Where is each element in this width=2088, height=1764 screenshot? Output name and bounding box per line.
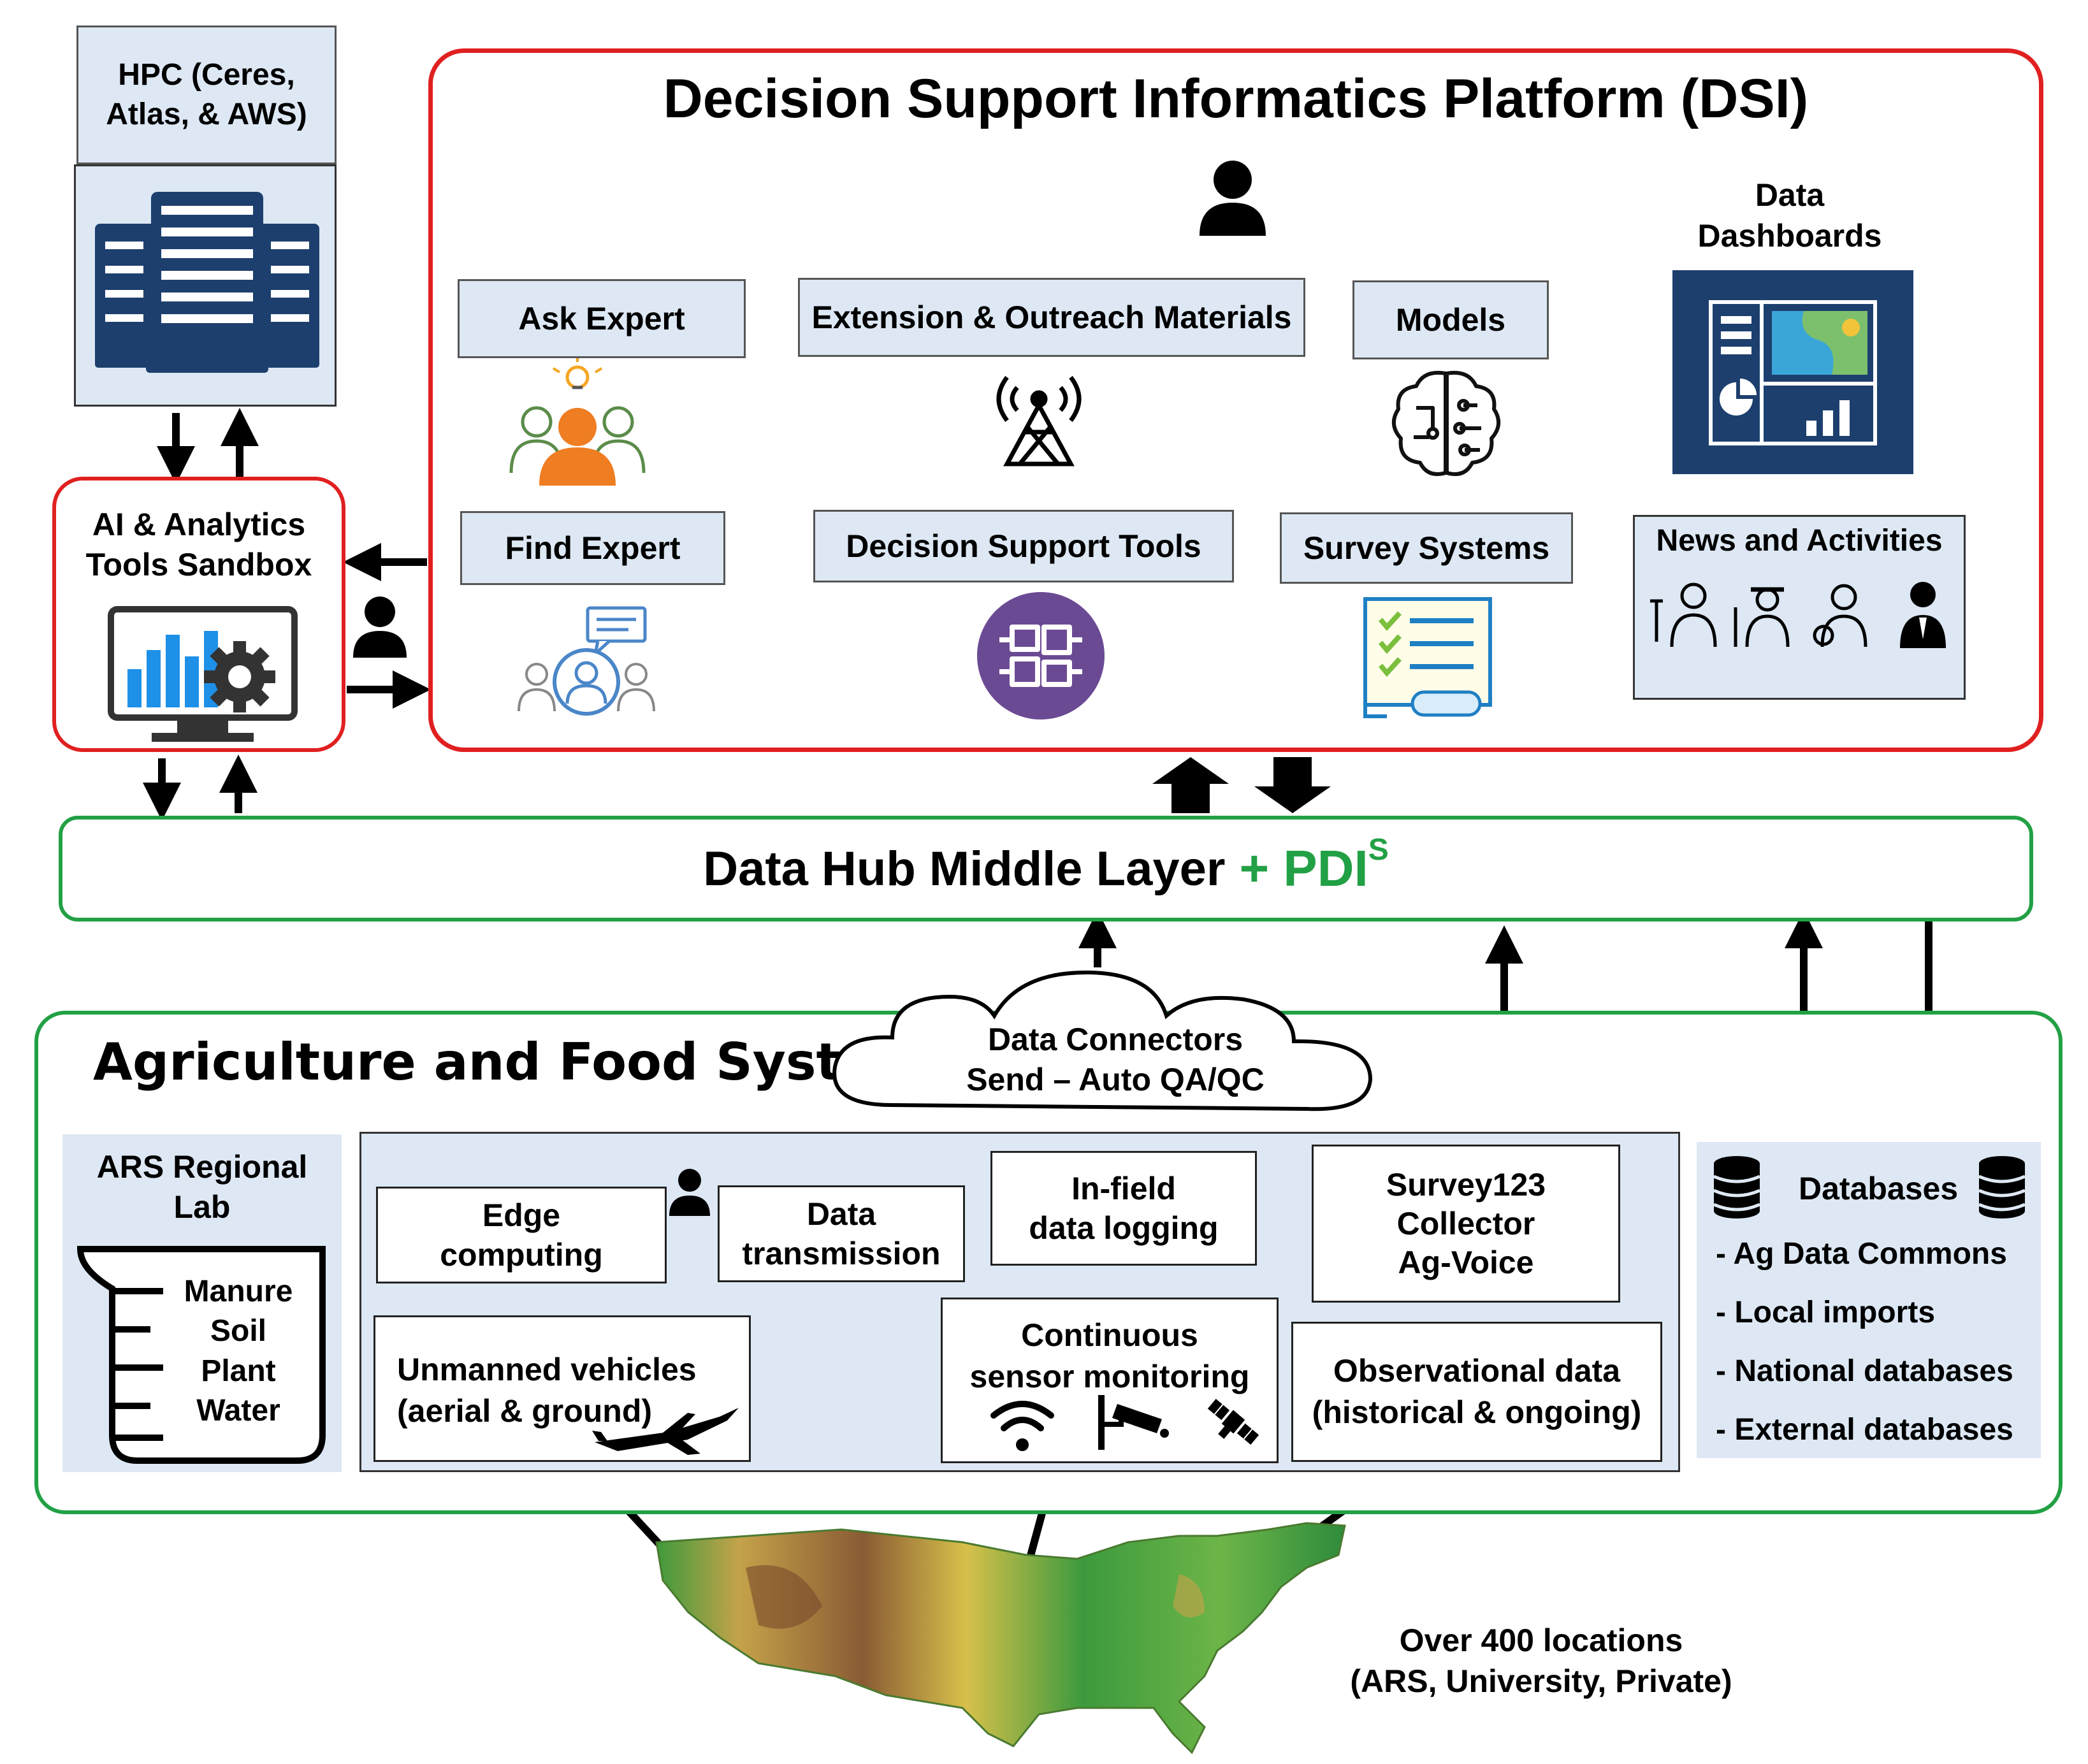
collaboration-hands-icon — [977, 592, 1105, 719]
models-button[interactable]: Models — [1352, 280, 1549, 359]
database-icon-right — [1978, 1156, 2026, 1218]
cloud-text: Data Connectors Send – Auto QA/QC — [899, 1020, 1332, 1099]
hpc-line1: HPC (Ceres, — [118, 57, 295, 92]
arrow-dsi-to-hub — [1254, 757, 1331, 813]
data-transmission-box[interactable]: Data transmission — [718, 1185, 965, 1282]
beaker-label-water: Water — [196, 1394, 280, 1428]
ars-lab-line1: ARS Regional — [96, 1149, 308, 1185]
locations-line1: Over 400 locations — [1399, 1623, 1683, 1658]
edge-line1: Edge — [482, 1197, 561, 1233]
beaker-label-manure: Manure — [184, 1275, 293, 1308]
decision-support-tools-label: Decision Support Tools — [846, 528, 1201, 564]
extension-outreach-button[interactable]: Extension & Outreach Materials — [798, 278, 1305, 357]
survey123-box[interactable]: Survey123 Collector Ag-Voice — [1312, 1145, 1620, 1303]
ai-sandbox-line1: AI & Analytics — [92, 507, 306, 542]
database-icon-left — [1713, 1156, 1761, 1218]
dsi-user-icon — [1200, 161, 1266, 236]
survey-systems-button[interactable]: Survey Systems — [1280, 512, 1573, 584]
continuous-line1: Continuous — [1021, 1317, 1198, 1353]
server-rack-icon — [95, 192, 319, 373]
unmanned-vehicles-box[interactable]: Unmanned vehicles (aerial & ground) — [373, 1315, 751, 1462]
database-item-local-imports: - Local imports — [1716, 1296, 1936, 1329]
data-hub-layer: Data Hub Middle Layer + PDI S — [59, 816, 2033, 922]
ars-lab-title: ARS Regional Lab — [62, 1147, 342, 1227]
infield-line2: data logging — [1029, 1210, 1219, 1246]
extension-outreach-label: Extension & Outreach Materials — [811, 300, 1292, 335]
unmanned-line1: Unmanned vehicles — [397, 1352, 697, 1387]
unmanned-line2: (aerial & ground) — [397, 1393, 653, 1429]
ask-expert-label: Ask Expert — [518, 301, 685, 336]
survey123-line1: Survey123 — [1386, 1166, 1546, 1203]
database-item-ag-data-commons: - Ag Data Commons — [1716, 1237, 2007, 1271]
infield-line1: In-field — [1071, 1170, 1176, 1206]
news-activities-panel[interactable]: News and Activities — [1633, 515, 1966, 700]
community-people-icon — [1650, 582, 1946, 648]
database-item-external: - External databases — [1716, 1413, 2013, 1447]
beaker-label-plant: Plant — [201, 1354, 276, 1388]
continuous-monitoring-box[interactable]: Continuous sensor monitoring — [941, 1298, 1279, 1463]
locations-line2: (ARS, University, Private) — [1350, 1663, 1732, 1699]
dsi-title: Decision Support Informatics Platform (D… — [663, 68, 1809, 129]
arrow-hub-to-dsi — [1152, 757, 1229, 813]
data-dashboards-line1: Data — [1755, 177, 1825, 213]
cloud-line1: Data Connectors — [987, 1022, 1243, 1057]
security-camera-icon — [1098, 1395, 1169, 1450]
find-expert-label: Find Expert — [505, 530, 681, 566]
agri-title: Agriculture and Food System — [93, 1032, 929, 1092]
databases-list: - Ag Data Commons - Local imports - Nati… — [1716, 1225, 2013, 1459]
ask-expert-icon — [509, 358, 646, 486]
observational-line1: Observational data — [1333, 1353, 1621, 1389]
news-activities-label: News and Activities — [1656, 524, 1943, 558]
database-item-national: - National databases — [1716, 1354, 2013, 1388]
beaker-labels: Manure Soil Plant Water — [163, 1272, 314, 1431]
satellite-icon — [1207, 1399, 1259, 1445]
data-dashboards-line2: Dashboards — [1697, 218, 1882, 254]
wifi-icon — [990, 1401, 1054, 1451]
ars-lab-line2: Lab — [173, 1189, 231, 1225]
survey-systems-label: Survey Systems — [1303, 530, 1550, 566]
pdi-superscript: S — [1368, 832, 1389, 867]
brain-circuit-icon — [1392, 371, 1500, 476]
observational-data-box[interactable]: Observational data (historical & ongoing… — [1291, 1322, 1662, 1462]
cloud-line2: Send – Auto QA/QC — [966, 1061, 1265, 1097]
survey123-line2: Collector — [1396, 1205, 1535, 1241]
models-label: Models — [1395, 302, 1506, 338]
beaker-label-soil: Soil — [210, 1314, 266, 1348]
dashboard-icon[interactable] — [1672, 270, 1913, 474]
data-dashboards-title: Data Dashboards — [1632, 175, 1948, 256]
ai-sandbox-box: AI & Analytics Tools Sandbox — [52, 477, 345, 752]
data-connectors-cloud — [832, 970, 1373, 1111]
ask-expert-button[interactable]: Ask Expert — [458, 279, 746, 358]
edge-line2: computing — [440, 1237, 603, 1273]
hpc-label-box: HPC (Ceres, Atlas, & AWS) — [76, 25, 337, 164]
infield-logging-box[interactable]: In-field data logging — [990, 1151, 1257, 1266]
drone-plane-icon — [592, 1408, 739, 1455]
edge-user-icon — [669, 1169, 710, 1216]
user-icon — [353, 596, 407, 658]
analytics-monitor-icon — [108, 606, 298, 742]
edge-computing-box[interactable]: Edge computing — [376, 1187, 667, 1283]
survey-checklist-icon — [1363, 597, 1492, 718]
survey123-line3: Ag-Voice — [1398, 1244, 1534, 1280]
transmission-line1: Data — [806, 1196, 876, 1232]
databases-title: Databases — [1799, 1171, 1959, 1206]
data-hub-label: Data Hub Middle Layer — [703, 841, 1226, 896]
transmission-line2: transmission — [742, 1236, 941, 1271]
us-map-image — [655, 1522, 1346, 1754]
observational-line2: (historical & ongoing) — [1312, 1394, 1642, 1430]
beaker-icon — [76, 1246, 326, 1464]
locations-caption: Over 400 locations (ARS, University, Pri… — [1318, 1620, 1764, 1702]
find-expert-icon — [518, 606, 655, 716]
ai-sandbox-line2: Tools Sandbox — [85, 546, 312, 582]
decision-support-tools-button[interactable]: Decision Support Tools — [813, 510, 1234, 582]
find-expert-button[interactable]: Find Expert — [460, 511, 725, 585]
continuous-line2: sensor monitoring — [969, 1359, 1250, 1394]
broadcast-tower-icon — [996, 375, 1082, 466]
hpc-server-box — [74, 164, 337, 407]
pdi-label: + PDI — [1239, 840, 1368, 897]
hpc-line2: Atlas, & AWS) — [106, 98, 307, 131]
